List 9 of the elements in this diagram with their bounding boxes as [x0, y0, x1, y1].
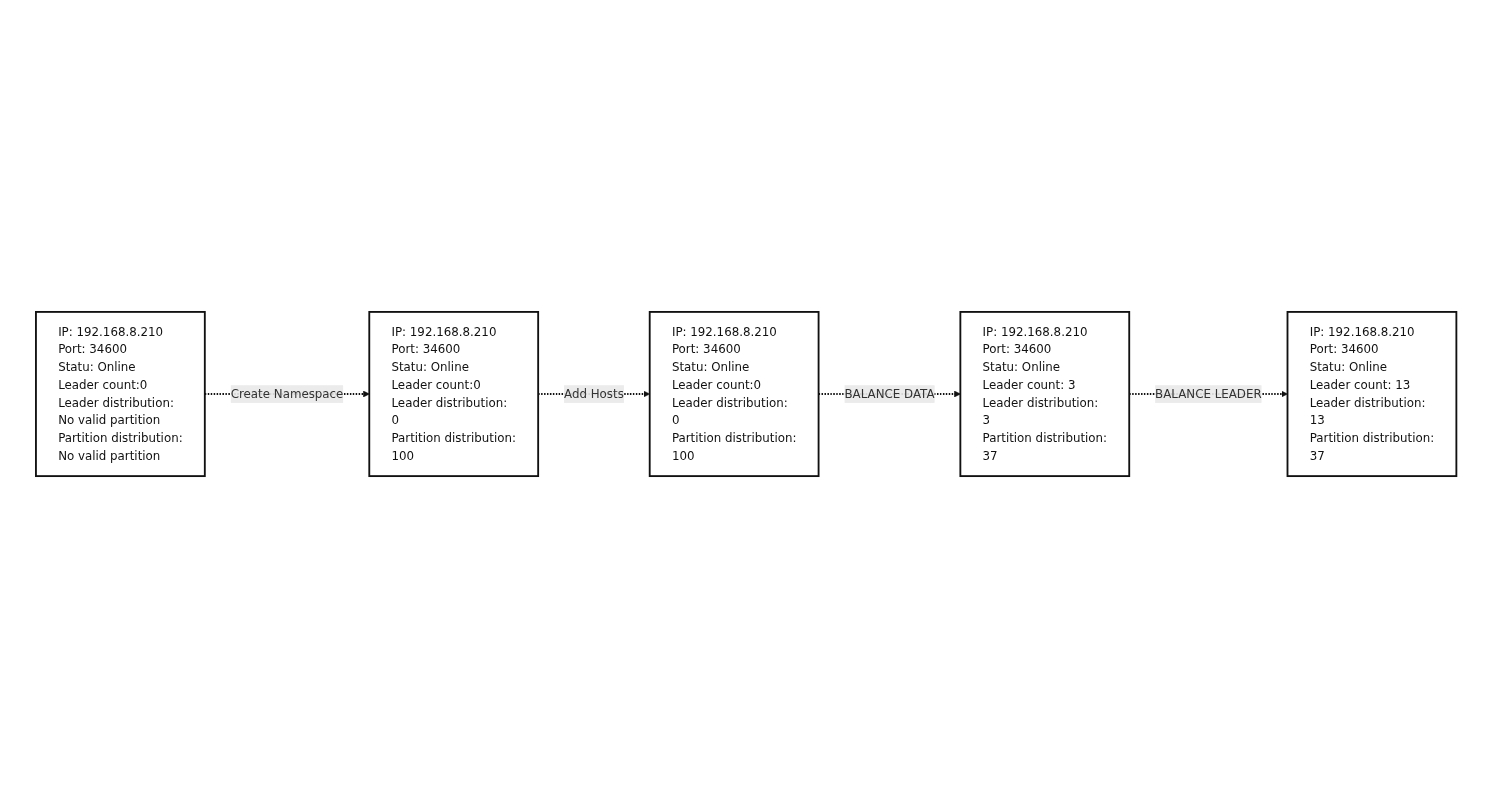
edge-label: Add Hosts — [563, 386, 624, 401]
node-box: IP: 192.168.8.210 Port: 34600 Statu: Online Leader count: 3 Leader distribution: 3 Partition distribution: 37 — [959, 310, 1130, 477]
node-box: IP: 192.168.8.210 Port: 34600 Statu: Online Leader count:0 Leader distribution: 0 Partition distribution: 100 — [648, 310, 820, 477]
node-box: IP: 192.168.8.210 Port: 34600 Statu: Online Leader count: 13 Leader distribution: 13 Partition distribution: 37 — [1286, 310, 1458, 477]
node-box: IP: 192.168.8.210 Port: 34600 Statu: Online Leader count:0 Leader distribution: No valid partition Partition distribution: No valid partition — [34, 310, 206, 477]
node-box: IP: 192.168.8.210 Port: 34600 Statu: Online Leader count:0 Leader distribution: 0 Partition distribution: 100 — [368, 310, 539, 477]
edge-label: BALANCE DATA — [844, 386, 935, 401]
edge-label: BALANCE LEADER — [1154, 386, 1262, 401]
edge-label: Create Namespace — [230, 386, 344, 401]
